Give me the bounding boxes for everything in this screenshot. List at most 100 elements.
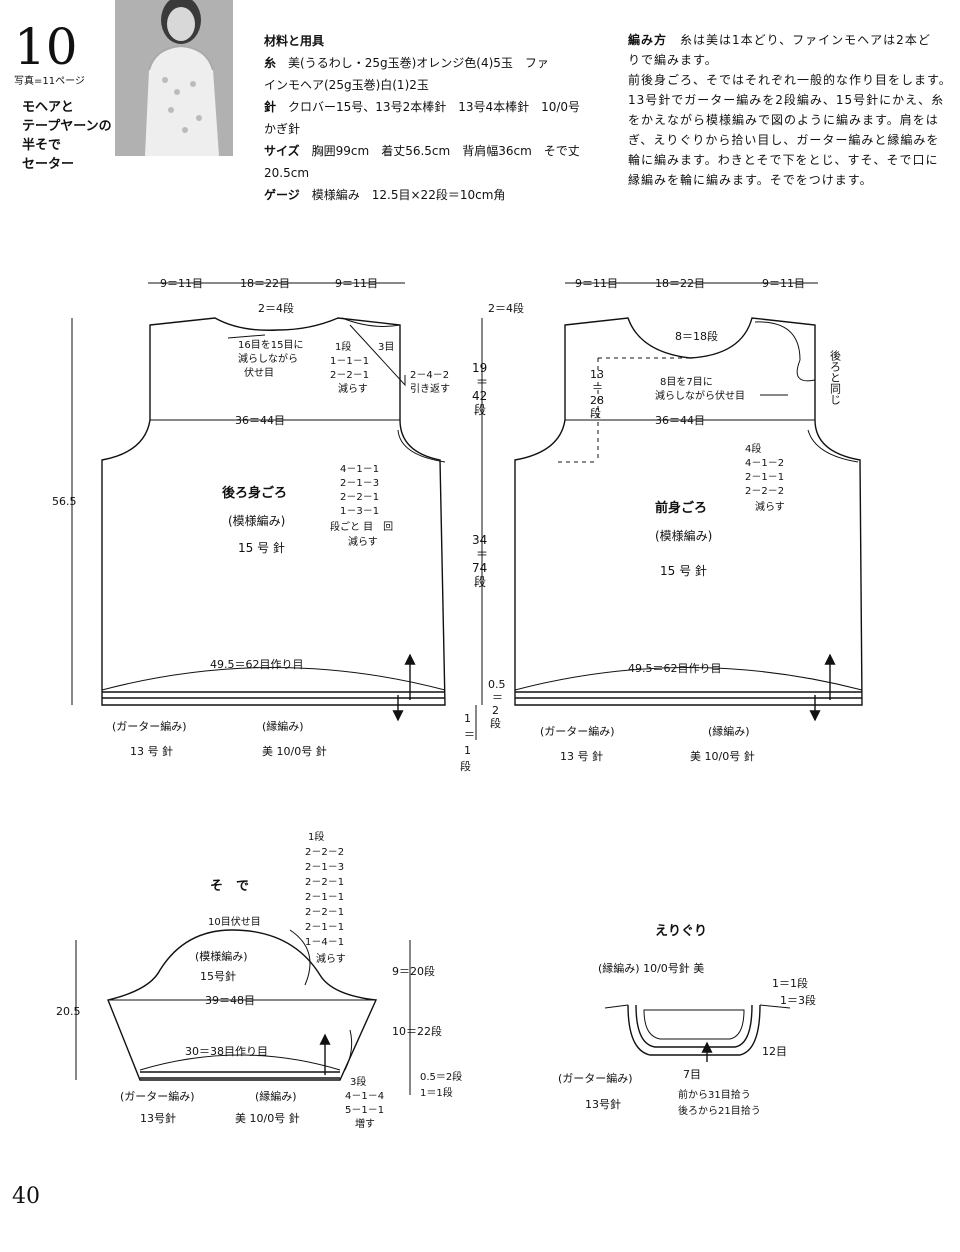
- leader-line: [344, 1029, 353, 1071]
- label-front-pattern: (模様編み): [655, 528, 712, 543]
- page-number: 40: [12, 1184, 40, 1209]
- leader-line: [349, 324, 406, 387]
- diagram-labels: 9＝11目 18＝22目 9＝11目 2＝4段 16目を15目に 減らしながら …: [52, 277, 842, 1130]
- label-sleeve-inc: 増す: [355, 1117, 375, 1130]
- materials-block: 材料と用具 糸 美(うるわし・25g玉巻)オレンジ色(4)5玉 ファ インモヘア…: [264, 30, 604, 206]
- label-collar-garter-needle: 13号針: [585, 1097, 621, 1111]
- back-body-diagram: [71, 282, 446, 722]
- model-photo: [115, 0, 233, 156]
- label-back-armhole: 減らす: [348, 535, 378, 548]
- label-collar-garter: (ガーター編み): [558, 1071, 633, 1085]
- label-back-shoulder-turn: 2－4－2: [410, 370, 449, 381]
- label-back-pattern: (模様編み): [228, 513, 285, 528]
- size-text-cont: 20.5cm: [264, 166, 310, 180]
- label-back-w-right: 9＝11目: [335, 277, 378, 290]
- label-front-needle: 15 号 針: [660, 563, 707, 578]
- label-sleeve-cap-rows: 2－2－1: [305, 907, 344, 918]
- sleeve-outline: [107, 929, 378, 1081]
- label-mid-armhole: 19: [472, 361, 487, 375]
- label-mid-hem2: 段: [460, 759, 471, 773]
- needle-text: クロバー15号、13号2本棒針 13号4本棒針 10/0号: [288, 100, 581, 114]
- yarn-text-cont: インモヘア(25g玉巻)白(1)2玉: [264, 78, 429, 92]
- label-front-same: 後ろと同じ: [829, 349, 842, 405]
- method-line: りで編みます。: [628, 53, 718, 67]
- back-hem-curve: [101, 667, 446, 691]
- middle-dimension: [475, 318, 483, 740]
- label-sleeve-hem2: 1＝1段: [420, 1086, 453, 1099]
- yarn-label: 糸: [264, 56, 277, 70]
- sleeve-hem-curve: [139, 1054, 341, 1071]
- label-mid-armhole: 段: [474, 402, 486, 417]
- label-collar-r1: 1＝1段: [772, 976, 808, 990]
- label-front-neck-side: ＝: [592, 381, 603, 394]
- label-front-armhole: 減らす: [755, 500, 785, 513]
- label-sleeve-cap-rows: 減らす: [316, 952, 346, 965]
- method-line: 13号針でガーター編みを2段編み、15号針にかえ、糸: [628, 93, 945, 107]
- label-back-title: 後ろ身ごろ: [222, 485, 287, 501]
- label-front-chest: 36＝44目: [655, 414, 705, 427]
- subtitle-line: 半そで: [22, 138, 62, 153]
- gauge-text: 模様編み 12.5目×22段＝10cm角: [311, 188, 506, 202]
- collar-shoulder-line: [604, 1004, 629, 1009]
- label-collar-pick1: 前から31目拾う: [678, 1088, 751, 1101]
- label-collar-st7: 7目: [683, 1068, 701, 1081]
- collar-outline: [643, 1009, 745, 1040]
- method-line: 糸は美は1本どり、ファインモヘアは2本ど: [680, 33, 931, 47]
- label-sleeve-cap-rows: 2－1－1: [305, 892, 344, 903]
- label-mid-body: 74: [472, 561, 487, 575]
- back-outline: [101, 317, 446, 706]
- model-photo-graphic: [115, 0, 233, 156]
- label-front-w-right: 9＝11目: [762, 277, 805, 290]
- label-sleeve-garter-needle: 13号針: [140, 1111, 176, 1125]
- collar-diagram: [604, 1004, 791, 1062]
- label-sleeve-pattern: (模様編み): [195, 949, 248, 963]
- method-block: 編み方 糸は美は1本どり、ファインモヘアは2本ど りで編みます。 前後身ごろ、そ…: [628, 30, 958, 190]
- size-label: サイズ: [264, 144, 300, 158]
- label-back-shoulder-3: 3目: [378, 342, 394, 353]
- front-shoulder-curve: [754, 321, 816, 382]
- label-sleeve-hem1: 0.5＝2段: [420, 1070, 462, 1083]
- label-mid-top: 2＝4段: [488, 301, 524, 315]
- label-back-needle: 15 号 針: [238, 540, 285, 555]
- label-front-armhole: 2－1－1: [745, 472, 784, 483]
- label-front-neck-side: 13: [590, 368, 604, 381]
- label-sleeve-garter: (ガーター編み): [120, 1089, 195, 1103]
- label-sleeve-needle: 15号針: [200, 969, 236, 983]
- label-back-w-left: 9＝11目: [160, 277, 203, 290]
- label-back-neck-depth: 2＝4段: [258, 301, 294, 315]
- label-mid-body: 段: [474, 574, 486, 589]
- label-collar-st12: 12目: [762, 1045, 787, 1058]
- label-sleeve-bind-off: 10目伏せ目: [208, 915, 261, 928]
- photo-reference: 写真=11ページ: [14, 76, 85, 87]
- sleeve-diagram: [75, 929, 411, 1095]
- label-sleeve-cap-h: 9＝20段: [392, 964, 435, 978]
- label-collar-pick2: 後ろから21目拾う: [678, 1104, 761, 1117]
- label-mid-hem1: 2: [492, 704, 499, 717]
- front-hem-curve: [514, 667, 863, 691]
- size-text: 胸囲99cm 着丈56.5cm 背肩幅36cm そで丈: [311, 144, 580, 158]
- label-front-armhole: 2－2－2: [745, 486, 784, 497]
- label-mid-armhole: 42: [472, 389, 487, 403]
- label-back-shoulder-rows: 2－2－1: [330, 370, 369, 381]
- label-back-neck-decr: 減らしながら: [238, 352, 298, 365]
- label-front-w-center: 18＝22目: [655, 277, 705, 290]
- label-back-neck-decr: 16目を15目に: [238, 339, 303, 351]
- needle-label: 針: [264, 100, 277, 114]
- label-collar-title: えりぐり: [655, 924, 707, 939]
- label-sleeve-cap-rows: 2－1－1: [305, 922, 344, 933]
- label-front-neck-depth: 8＝18段: [675, 329, 718, 343]
- label-front-neck-decr: 8目を7目に: [660, 376, 713, 388]
- label-sleeve-cap-rows: 2－2－2: [305, 847, 344, 858]
- collar-outline: [627, 1004, 761, 1056]
- front-outline: [514, 317, 863, 706]
- pattern-subtitle: モヘアと テープヤーンの 半そで セーター: [22, 98, 112, 174]
- method-heading: 編み方: [628, 33, 668, 47]
- label-back-edge: (縁編み): [262, 719, 304, 733]
- subtitle-line: テープヤーンの: [22, 119, 112, 134]
- label-back-chest: 36＝44目: [235, 414, 285, 427]
- label-sleeve-body-h: 10＝22段: [392, 1024, 442, 1038]
- label-mid-hem1: 0.5: [488, 678, 506, 691]
- yarn-text: 美(うるわし・25g玉巻)オレンジ色(4)5玉 ファ: [288, 56, 549, 70]
- materials-heading: 材料と用具: [264, 34, 325, 48]
